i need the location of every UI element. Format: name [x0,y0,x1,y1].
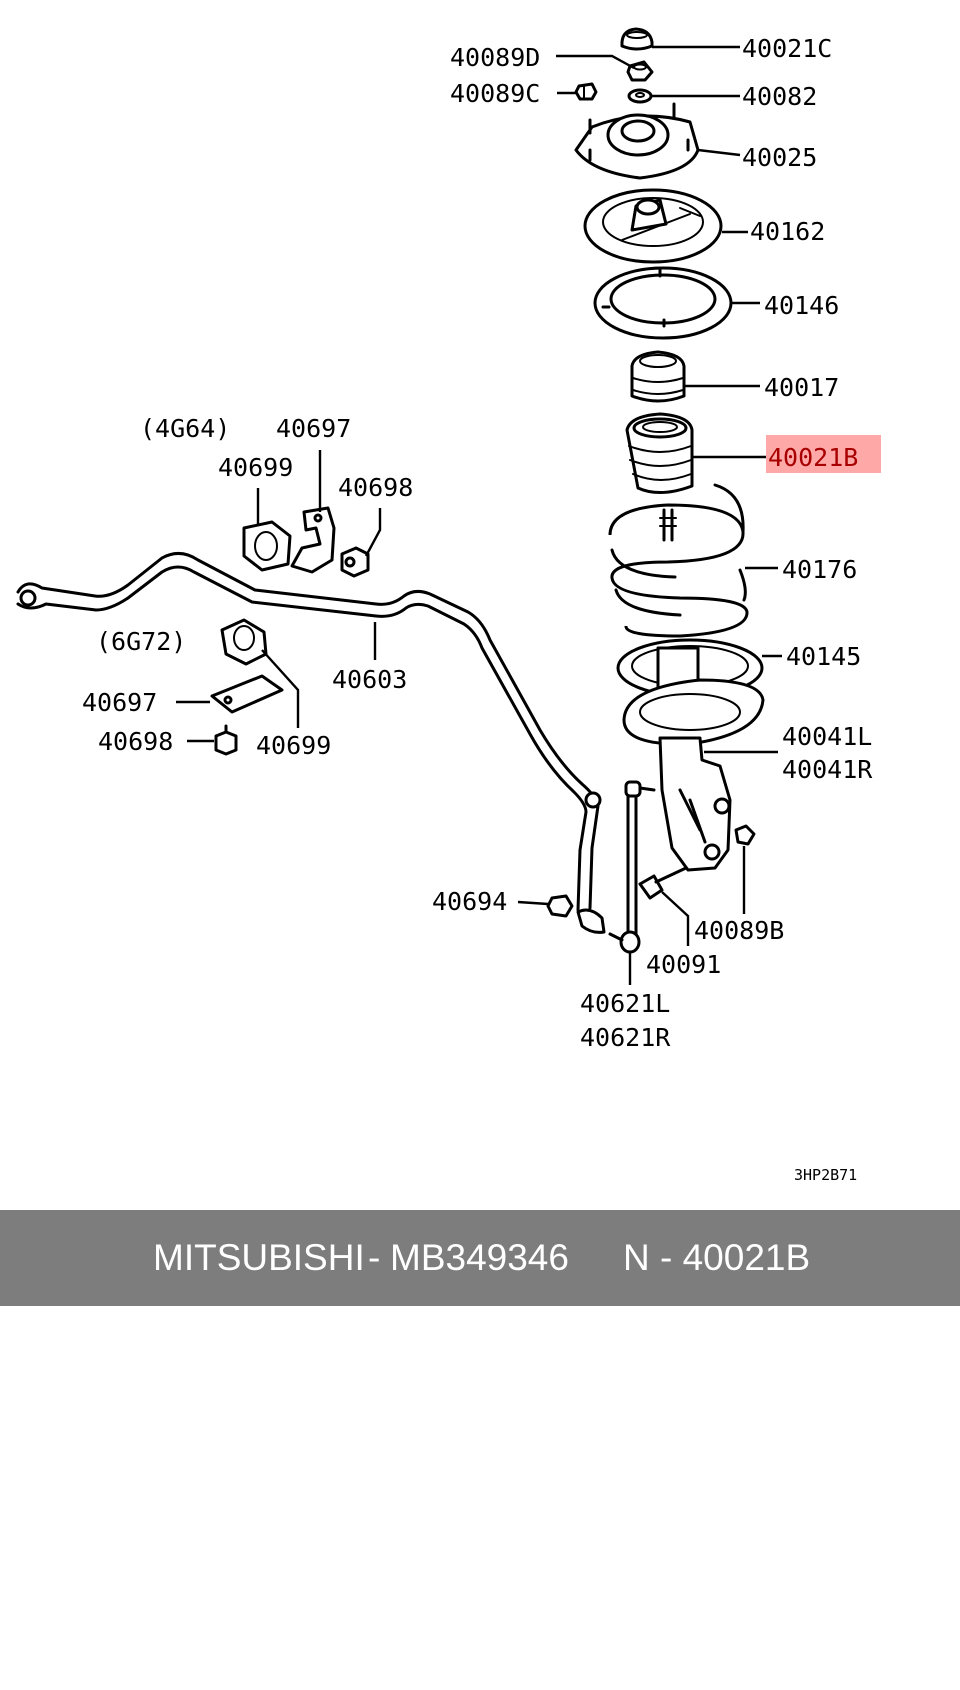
footer-separator: - [368,1237,381,1278]
callout-40025: 40025 [742,143,817,172]
callout-40694: 40694 [432,887,507,916]
diagram-code: 3HP2B71 [794,1166,857,1184]
part-40162-upper-spring-seat [583,188,723,264]
part-40021c-cap [620,27,654,51]
callout-40162: 40162 [750,217,825,246]
callout-40017: 40017 [764,373,839,402]
callout-40041l: 40041L [782,722,872,751]
part-40089c-nut [574,82,598,101]
footer-brand: MITSUBISHI [153,1237,365,1278]
part-40697-bracket-4g64 [290,506,336,574]
part-40017-bump-stopper [630,350,686,403]
footer-bar: MITSUBISHI - MB349346 N - 40021B [0,1210,960,1306]
part-40021b-dust-cover [625,412,694,494]
callout-40698-4g64: 40698 [338,473,413,502]
callout-40621l: 40621L [580,989,670,1018]
callout-40089b: 40089B [694,916,784,945]
part-40089b-nut [734,824,756,846]
callout-40176: 40176 [782,555,857,584]
part-40089d-nut [626,60,654,82]
part-40082-washer [627,88,653,104]
part-40698-bolt-6g72 [214,724,238,756]
callout-40603: 40603 [332,665,407,694]
callout-labels: 40021C 40089D 40089C 40082 40025 40162 4… [82,34,881,1184]
part-40146-spring-insulator [593,266,733,340]
part-40091-bolt [638,866,688,900]
part-40699-bushing-4g64 [242,520,292,572]
part-40697-bracket-6g72 [210,674,284,714]
callout-40091: 40091 [646,950,721,979]
callout-40089c: 40089C [450,79,540,108]
callout-40082: 40082 [742,82,817,111]
callout-40698-6g72: 40698 [98,727,173,756]
exploded-parts-diagram: 40021C 40089D 40089C 40082 40025 40162 4… [16,27,881,1184]
callout-40699-4g64: 40699 [218,453,293,482]
callout-40145: 40145 [786,642,861,671]
callout-40041r: 40041R [782,755,873,784]
part-40698-bolt-4g64 [340,546,370,578]
footer-part-number: MB349346 [390,1237,569,1278]
callout-40697-4g64: 40697 [276,414,351,443]
callout-40021b-highlighted: 40021B [768,443,858,472]
callout-40089d: 40089D [450,43,540,72]
part-40621-stabilizer-link [608,780,656,954]
part-40041-strut-assembly [622,646,765,872]
part-40603-stabilizer-bar [16,552,606,934]
footer-position-label: N - 40021B [623,1237,811,1278]
callout-40021c: 40021C [742,34,832,63]
callout-40697-6g72: 40697 [82,688,157,717]
highlight-box [766,435,881,473]
part-40699-bushing-6g72 [220,618,268,666]
callout-40621r: 40621R [580,1023,671,1052]
part-40176-coil-spring [608,483,749,638]
callout-40146: 40146 [764,291,839,320]
engine-note-4g64: (4G64) [140,414,230,443]
engine-note-6g72: (6G72) [96,627,186,656]
callout-40699-6g72: 40699 [256,731,331,760]
part-40694-nut [546,894,574,918]
part-40025-strut-mount [574,102,700,180]
leader-lines [176,45,782,985]
